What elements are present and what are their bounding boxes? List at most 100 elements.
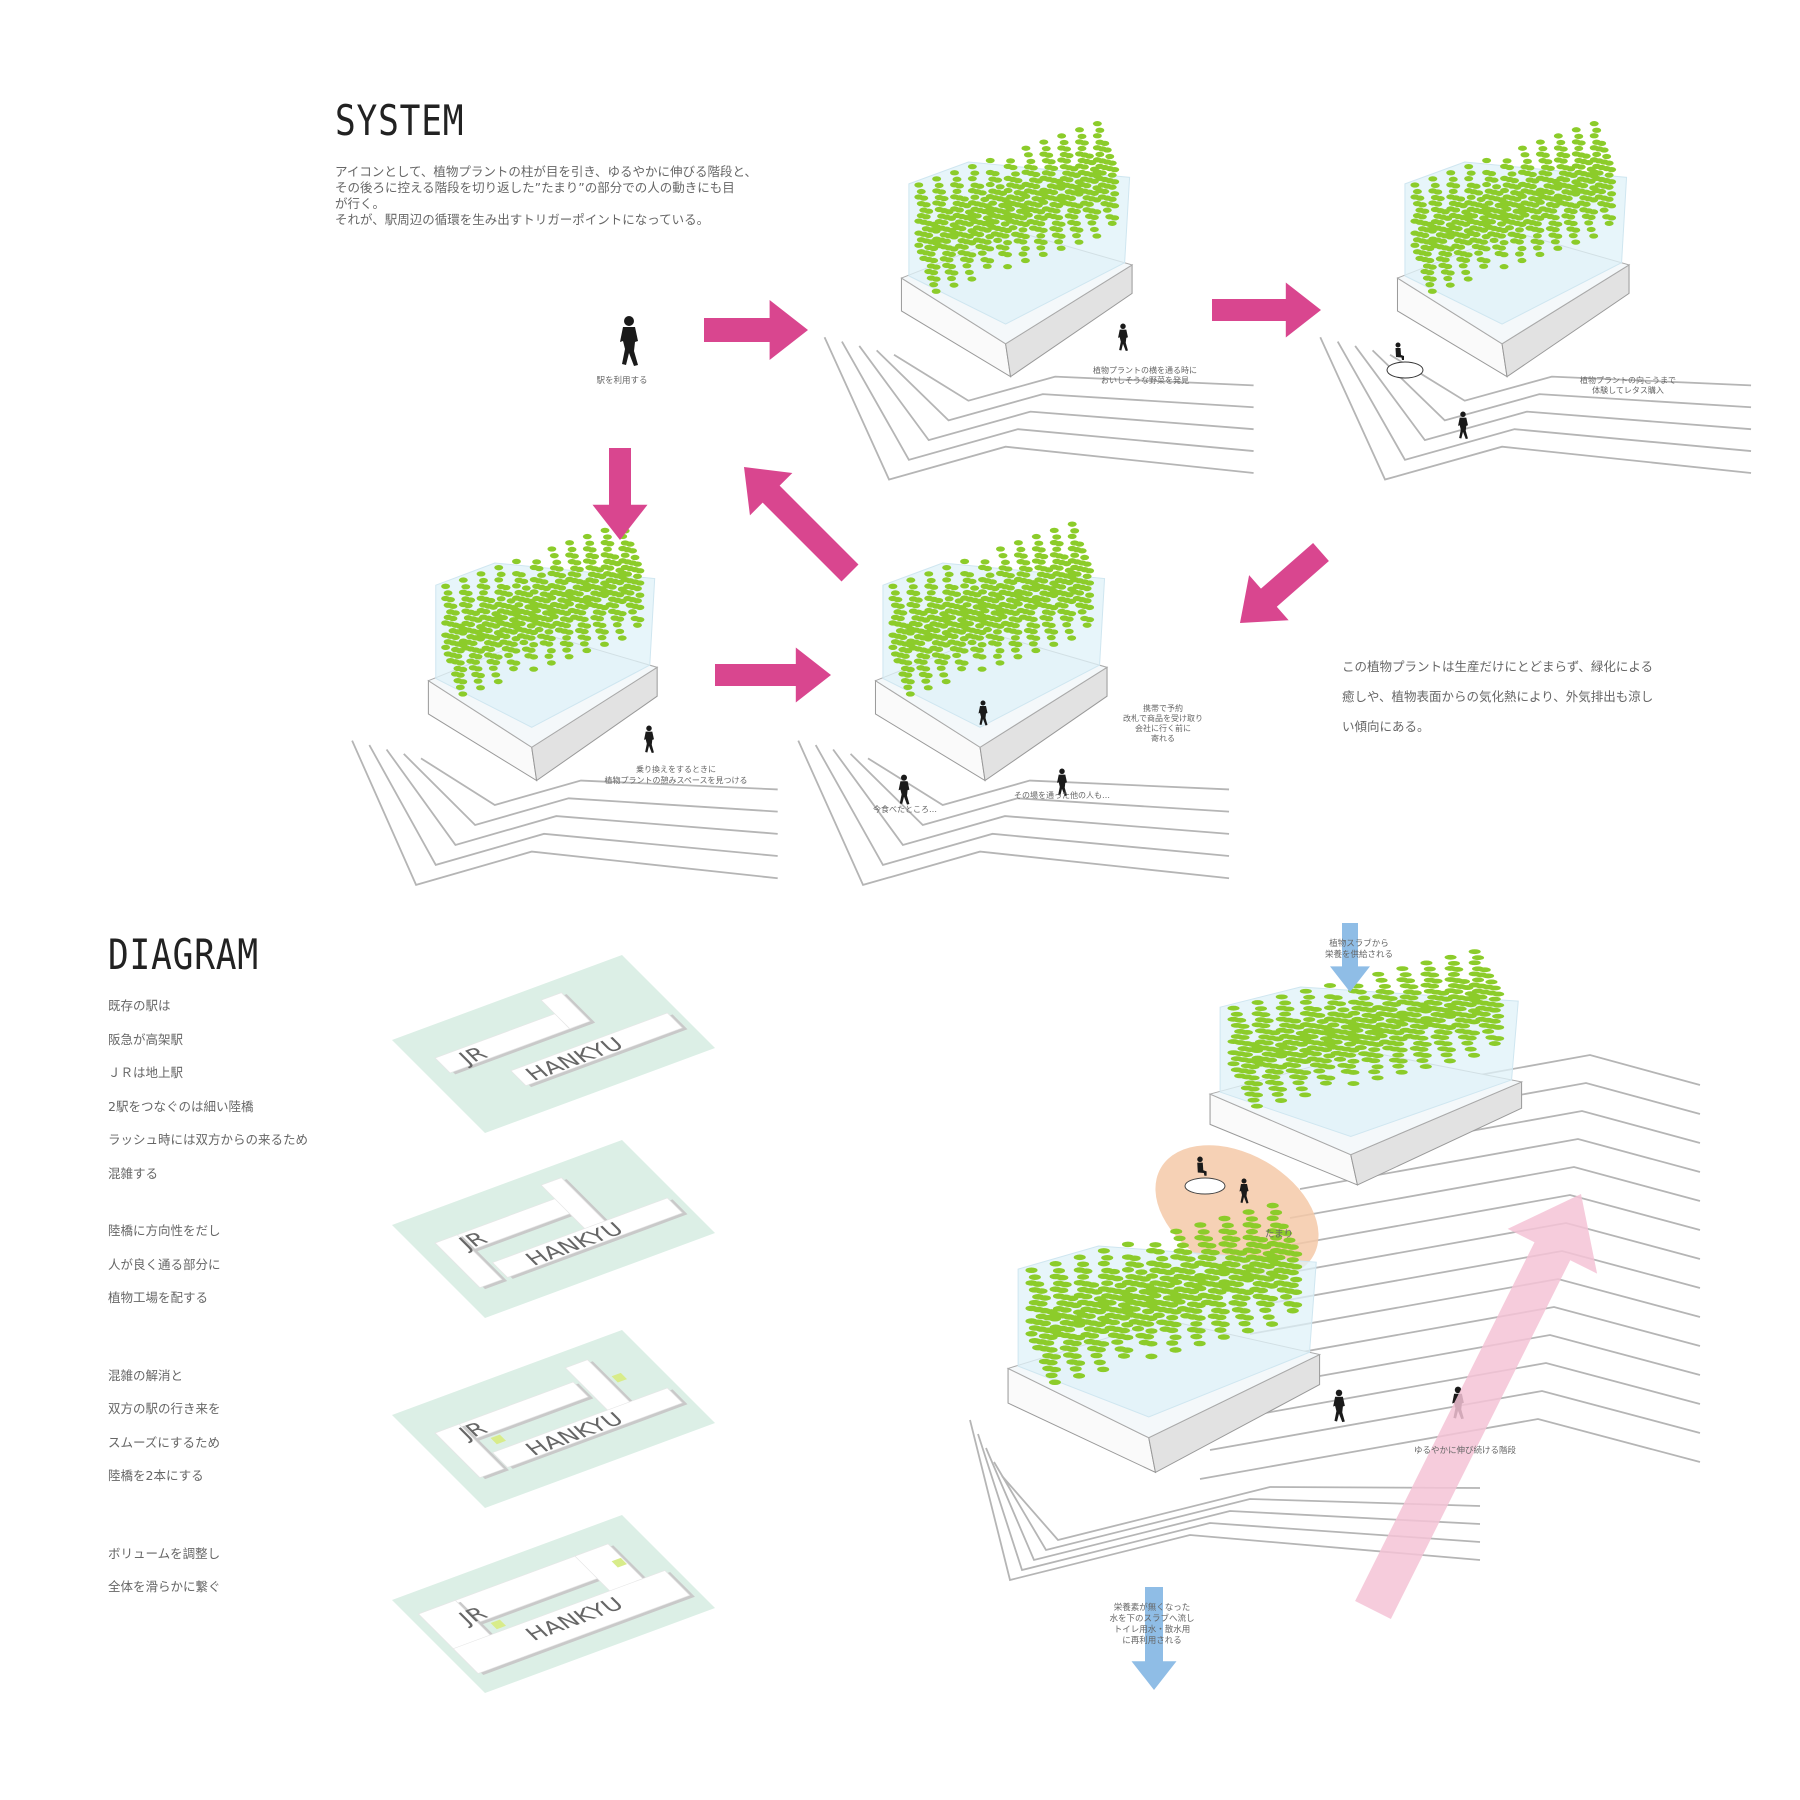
plant-pod bbox=[1435, 220, 1445, 226]
plant-pod bbox=[1319, 1058, 1332, 1064]
plant-pod bbox=[932, 176, 942, 182]
plant-pod bbox=[1517, 245, 1527, 252]
plant-pod bbox=[1069, 214, 1079, 220]
plant-pod bbox=[959, 196, 969, 202]
person-icon bbox=[1395, 342, 1404, 360]
plant-pod bbox=[1492, 184, 1502, 190]
plant-pod bbox=[1416, 1058, 1429, 1063]
plant-pod bbox=[931, 240, 941, 246]
plant-pod bbox=[929, 584, 939, 590]
plant-pod bbox=[1097, 1366, 1110, 1373]
plant-pod bbox=[491, 672, 501, 678]
plant-pod bbox=[942, 577, 952, 583]
plant-pod bbox=[1532, 233, 1542, 239]
plant-pod bbox=[921, 617, 931, 623]
plant-pod bbox=[1221, 1222, 1234, 1229]
plant-pod bbox=[1049, 641, 1059, 647]
plant-pod bbox=[1299, 999, 1312, 1005]
plant-pod bbox=[1313, 1068, 1326, 1074]
plant-pod bbox=[615, 579, 625, 586]
plant-pod bbox=[526, 635, 536, 641]
plant-pod bbox=[1530, 178, 1540, 184]
plant-pod bbox=[934, 646, 944, 653]
plant-pod bbox=[898, 634, 908, 641]
plant-pod bbox=[1049, 604, 1059, 611]
plant-pod bbox=[941, 630, 951, 636]
plant-pod bbox=[1487, 170, 1497, 177]
plant-pod bbox=[546, 660, 556, 666]
plant-pod bbox=[529, 617, 539, 623]
system-side-note: この植物プラントは生産だけにとどまらず、緑化による 癒しや、植物表面からの気化熱… bbox=[1342, 652, 1653, 742]
plant-pod bbox=[1344, 1063, 1357, 1069]
label-reuse: 水を下のスラブへ流し bbox=[1109, 1613, 1194, 1624]
plant-pod bbox=[929, 282, 939, 288]
plant-pod bbox=[1028, 165, 1038, 171]
person-icon bbox=[644, 725, 654, 754]
plant-pod bbox=[1006, 158, 1016, 164]
plant-pod bbox=[957, 604, 967, 611]
plant-pod bbox=[1385, 1007, 1398, 1013]
plant-pod bbox=[1482, 1029, 1495, 1034]
plant-pod bbox=[1464, 1013, 1477, 1019]
plant-pod bbox=[1054, 565, 1064, 571]
plant-pod bbox=[924, 208, 934, 214]
plant-pod bbox=[479, 577, 488, 584]
plant-pod bbox=[1576, 140, 1586, 146]
plant-pod bbox=[1077, 1274, 1090, 1280]
plant-pod bbox=[1571, 227, 1581, 233]
plant-pod bbox=[975, 623, 985, 629]
label-supply: 植物スラブから bbox=[1329, 938, 1389, 949]
plant-pod bbox=[546, 648, 556, 654]
plant-pod bbox=[1492, 991, 1505, 997]
plant-pod bbox=[1049, 165, 1059, 171]
plant-pod bbox=[1558, 158, 1568, 164]
plant-pod bbox=[1607, 203, 1617, 209]
plant-pod bbox=[1038, 239, 1048, 246]
plant-pod bbox=[1395, 1047, 1408, 1053]
plant-pod bbox=[1128, 1255, 1141, 1262]
plant-pod bbox=[962, 263, 972, 269]
plant-pod bbox=[931, 228, 941, 234]
plant-pod bbox=[1025, 1267, 1038, 1274]
plant-pod bbox=[1052, 546, 1062, 552]
plant-pod bbox=[1080, 164, 1089, 170]
plant-pod bbox=[1162, 1269, 1175, 1276]
plant-pod bbox=[458, 577, 468, 583]
plant-pod bbox=[1044, 616, 1054, 622]
plant-pod bbox=[1038, 251, 1048, 258]
plant-pod bbox=[1262, 1301, 1275, 1308]
plant-pod bbox=[1364, 1007, 1377, 1013]
plant-pod bbox=[493, 678, 503, 685]
plant-pod bbox=[1059, 1281, 1072, 1288]
plant-pod bbox=[1607, 167, 1617, 173]
plant-pod bbox=[1255, 1287, 1269, 1294]
plant-pod bbox=[1443, 275, 1453, 282]
plant-pod bbox=[582, 586, 592, 593]
plant-pod bbox=[512, 583, 521, 589]
plant-pod bbox=[1514, 191, 1524, 197]
plant-pod bbox=[1020, 221, 1030, 228]
plant-pod bbox=[967, 163, 977, 170]
stair-line bbox=[1371, 349, 1752, 422]
label-box4-left: 今食べたところ… bbox=[873, 804, 937, 814]
plant-pod bbox=[1289, 1018, 1302, 1024]
plant-pod bbox=[1268, 1074, 1281, 1080]
plant-pod bbox=[1107, 1319, 1120, 1326]
plant-pod bbox=[493, 630, 503, 636]
plant-pod bbox=[1443, 1058, 1456, 1064]
plant-pod bbox=[1049, 629, 1059, 635]
plant-pod bbox=[562, 647, 572, 653]
plant-pod bbox=[562, 610, 572, 617]
stair-line bbox=[1219, 1362, 1701, 1422]
plant-pod bbox=[1548, 208, 1558, 214]
plant-pod bbox=[1535, 251, 1545, 258]
plant-pod bbox=[1604, 160, 1614, 166]
plant-pod bbox=[923, 624, 933, 630]
plant-pod bbox=[1170, 1228, 1183, 1235]
plant-pod bbox=[1472, 977, 1485, 983]
plant-pod bbox=[995, 635, 1005, 642]
plant-pod bbox=[1035, 1288, 1048, 1294]
plant-pod bbox=[511, 636, 521, 642]
plant-pod bbox=[888, 644, 898, 651]
plant-pod bbox=[1443, 215, 1453, 221]
